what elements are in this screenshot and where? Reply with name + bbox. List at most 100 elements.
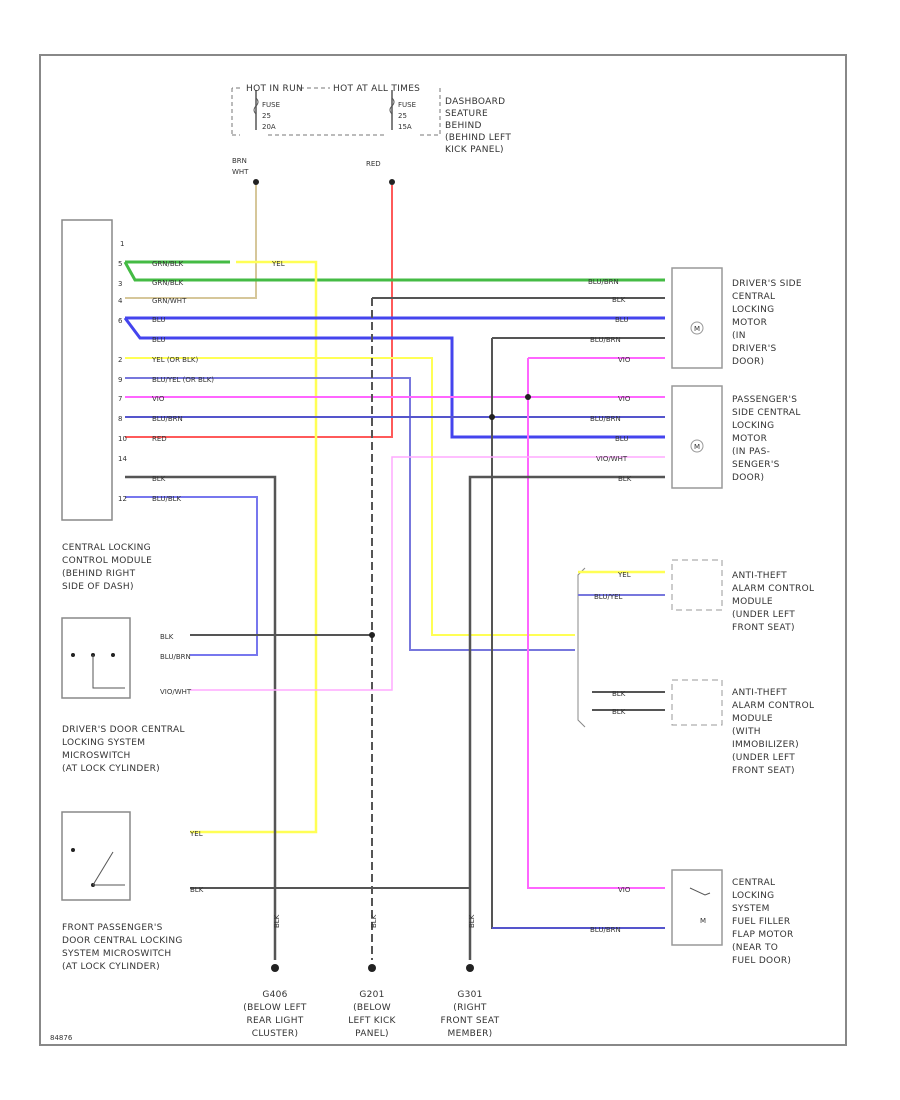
switch-icon (689, 887, 711, 896)
wire-label: GRN/BLK (152, 260, 184, 268)
label-line: ANTI-THEFT (732, 571, 787, 581)
pin-label: 3 (118, 280, 122, 288)
label-line: ANTI-THEFT (732, 688, 787, 698)
label-line: MODULE (732, 714, 773, 724)
label-line: DOOR) (732, 473, 764, 483)
wire-label: BLU/BRN (588, 278, 619, 286)
ground-loc-line: PANEL) (355, 1029, 389, 1039)
wire-label: BLK (160, 633, 174, 641)
passenger-motor-box (671, 385, 723, 489)
ground-loc-line: (BELOW (353, 1003, 391, 1013)
driver-microswitch-label: DRIVER'S DOOR CENTRAL LOCKING SYSTEM MIC… (62, 725, 184, 774)
label-line: FRONT SEAT) (732, 766, 795, 776)
anti-theft-immobilizer-label: ANTI-THEFT ALARM CONTROL MODULE (WITH IM… (732, 688, 814, 776)
pin-label: 8 (118, 415, 122, 423)
fuse-box: HOT IN RUN HOT AT ALL TIMES FUSE 25 20A … (231, 84, 511, 185)
wire-label: BLU (152, 316, 165, 324)
ground-g406: G406 (262, 990, 287, 1000)
wire-label: BLU/BRN (590, 336, 621, 344)
ground-loc-line: MEMBER) (448, 1029, 493, 1039)
fuse-box-line: SEATURE (445, 109, 488, 119)
ground-loc-line: FRONT SEAT (441, 1016, 500, 1026)
pin-label: 14 (118, 455, 127, 463)
driver-motor-label: DRIVER'S SIDE CENTRAL LOCKING MOTOR (IN … (732, 279, 802, 367)
ground-loc-line: CLUSTER) (252, 1029, 299, 1039)
fuse1-num: 25 (262, 112, 271, 120)
fuse2-amp: 15A (398, 123, 412, 131)
wire-label: BLU/BRN (152, 415, 183, 423)
wire-label: BLU (615, 316, 628, 324)
driver-motor-box (671, 267, 723, 369)
label-line: (UNDER LEFT (732, 753, 795, 763)
label-line: MOTOR (732, 434, 767, 444)
hot-run-label: HOT IN RUN (246, 84, 303, 94)
wire-label: BLK (190, 886, 204, 894)
label-line: ALARM CONTROL (732, 584, 814, 594)
wire-label: BLK (618, 475, 632, 483)
label-line: SYSTEM MICROSWITCH (62, 949, 171, 959)
label-line: ALARM CONTROL (732, 701, 814, 711)
label-line: FLAP MOTOR (732, 930, 794, 940)
brn-wht-wire-label: BRN (232, 157, 247, 165)
label-line: FRONT PASSENGER'S (62, 923, 163, 933)
label-line: (IN (732, 331, 746, 341)
wires (123, 185, 665, 960)
motor-m-label: M (694, 325, 700, 333)
fuse-box-line: BEHIND (445, 121, 482, 131)
wire-label: VIO (618, 886, 631, 894)
label-line: (NEAR TO (732, 943, 778, 953)
anti-theft-immobilizer-box (671, 679, 723, 726)
wire-label: YEL (617, 571, 631, 579)
label-line: FUEL DOOR) (732, 956, 791, 966)
fuel-flap-motor-box (671, 869, 723, 946)
brn-wht-wire-label: WHT (232, 168, 249, 176)
motor-m-label: M (694, 443, 700, 451)
wire-label: BLU (615, 435, 628, 443)
label-line: CENTRAL (732, 878, 775, 888)
fuse2-label: FUSE (398, 101, 416, 109)
label-line: DRIVER'S SIDE (732, 279, 802, 289)
fuse-box-line: (BEHIND LEFT (445, 133, 511, 143)
label-line: CENTRAL (732, 292, 775, 302)
passenger-microswitch-box (61, 811, 131, 901)
label-line: MODULE (732, 597, 773, 607)
red-wire-label: RED (366, 160, 381, 168)
wire-label: BLU/BRN (590, 926, 621, 934)
motor-m-label: M (700, 917, 706, 925)
pin-label: 4 (118, 297, 123, 305)
anti-theft-module-box (671, 559, 723, 611)
ground-loc-line: (RIGHT (453, 1003, 487, 1013)
pin-label: 10 (118, 435, 127, 443)
fuse-box-line: DASHBOARD (445, 97, 505, 107)
passenger-motor-label: PASSENGER'S SIDE CENTRAL LOCKING MOTOR (… (732, 395, 801, 483)
wire-label: GRN/WHT (152, 297, 187, 305)
label-line: SIDE CENTRAL (732, 408, 801, 418)
label-line: MOTOR (732, 318, 767, 328)
splice-dots (271, 394, 531, 972)
wire-label: BLK (612, 296, 626, 304)
label-line: IMMOBILIZER) (732, 740, 799, 750)
wire-label: BLU/BRN (160, 653, 191, 661)
driver-microswitch-box (61, 617, 131, 699)
wire-label: VIO (618, 356, 631, 364)
wire-label: BLU/YEL (OR BLK) (152, 376, 214, 384)
ground-wire-tag: BLK (370, 914, 378, 928)
ground-loc-line: REAR LIGHT (246, 1016, 303, 1026)
figure-id: 84876 (50, 1034, 73, 1042)
label-line: DOOR) (732, 357, 764, 367)
pin-label: 12 (118, 495, 127, 503)
wire-label: VIO (618, 395, 631, 403)
label-line: (AT LOCK CYLINDER) (62, 962, 160, 972)
label-line: FRONT SEAT) (732, 623, 795, 633)
wire-label: YEL (OR BLK) (151, 356, 198, 364)
pin-label: 7 (118, 395, 122, 403)
wire-label: BLK (612, 708, 626, 716)
fuel-flap-label: CENTRAL LOCKING SYSTEM FUEL FILLER FLAP … (732, 878, 794, 966)
module-name: CONTROL MODULE (62, 556, 152, 566)
wire-label: YEL (189, 830, 203, 838)
hot-all-label: HOT AT ALL TIMES (333, 84, 420, 94)
label-line: LOCKING (732, 891, 774, 901)
wire-label: RED (152, 435, 167, 443)
pin-label: 2 (118, 356, 122, 364)
